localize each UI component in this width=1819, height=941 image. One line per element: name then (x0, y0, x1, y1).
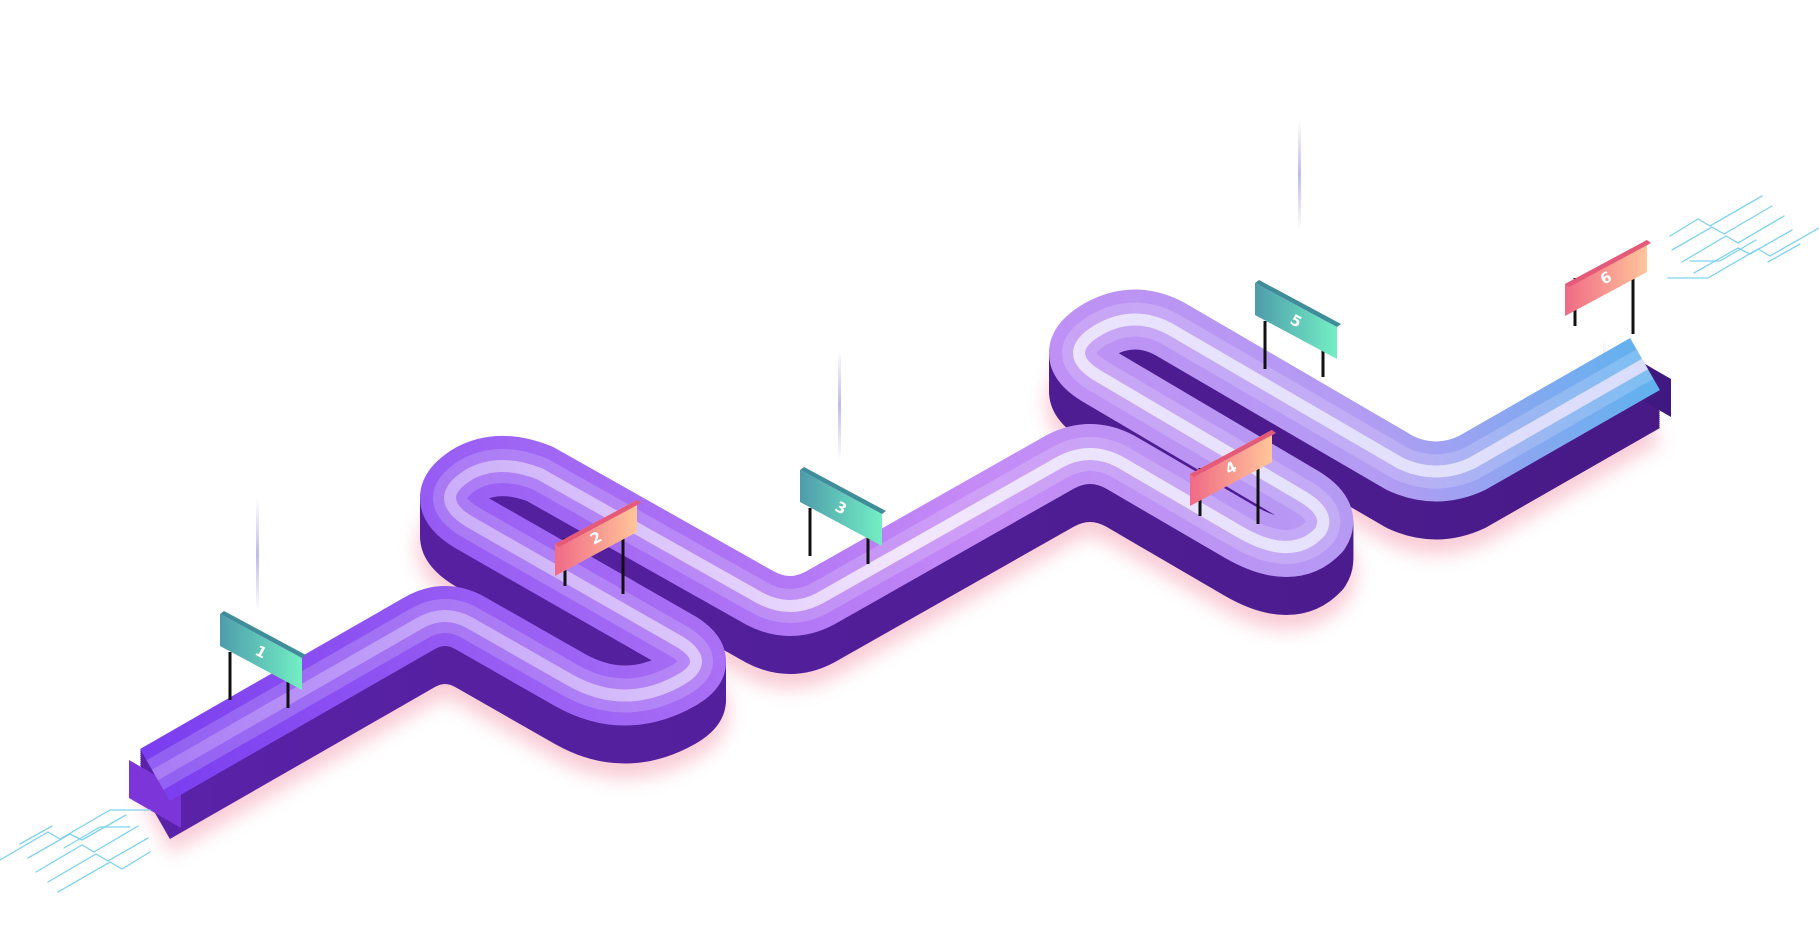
sign-board (1190, 430, 1272, 506)
sign-board-edge (1255, 280, 1341, 327)
sign-board-edge (555, 500, 641, 547)
milestone-sign-6: 6 (1565, 240, 1651, 334)
road-end-left (129, 760, 181, 828)
sign-board (555, 500, 637, 576)
sign-board (800, 470, 882, 546)
sign-board (1565, 240, 1647, 316)
circuit-lines-left (0, 809, 151, 893)
circuit-lines-right (1667, 195, 1819, 279)
milestone-sign-4: 4 (1190, 430, 1276, 524)
sign-board-edge (1190, 430, 1276, 477)
sign-board-edge (800, 467, 886, 514)
light-beam (256, 500, 259, 610)
milestone-sign-5: 5 (1255, 280, 1341, 377)
sign-board-edge (1565, 240, 1651, 287)
light-beam (1298, 120, 1301, 230)
milestone-sign-2: 2 (555, 500, 641, 594)
sign-board (220, 614, 302, 690)
milestone-sign-1: 1 (220, 611, 306, 708)
sign-board (1255, 283, 1337, 359)
light-beam (838, 350, 841, 460)
sign-board-edge (220, 611, 306, 658)
road-stripe (152, 313, 1648, 781)
milestone-signs: 1 2 3 4 5 6 (220, 240, 1651, 708)
road-center-stripe (152, 313, 1648, 781)
milestone-sign-3: 3 (800, 467, 886, 564)
